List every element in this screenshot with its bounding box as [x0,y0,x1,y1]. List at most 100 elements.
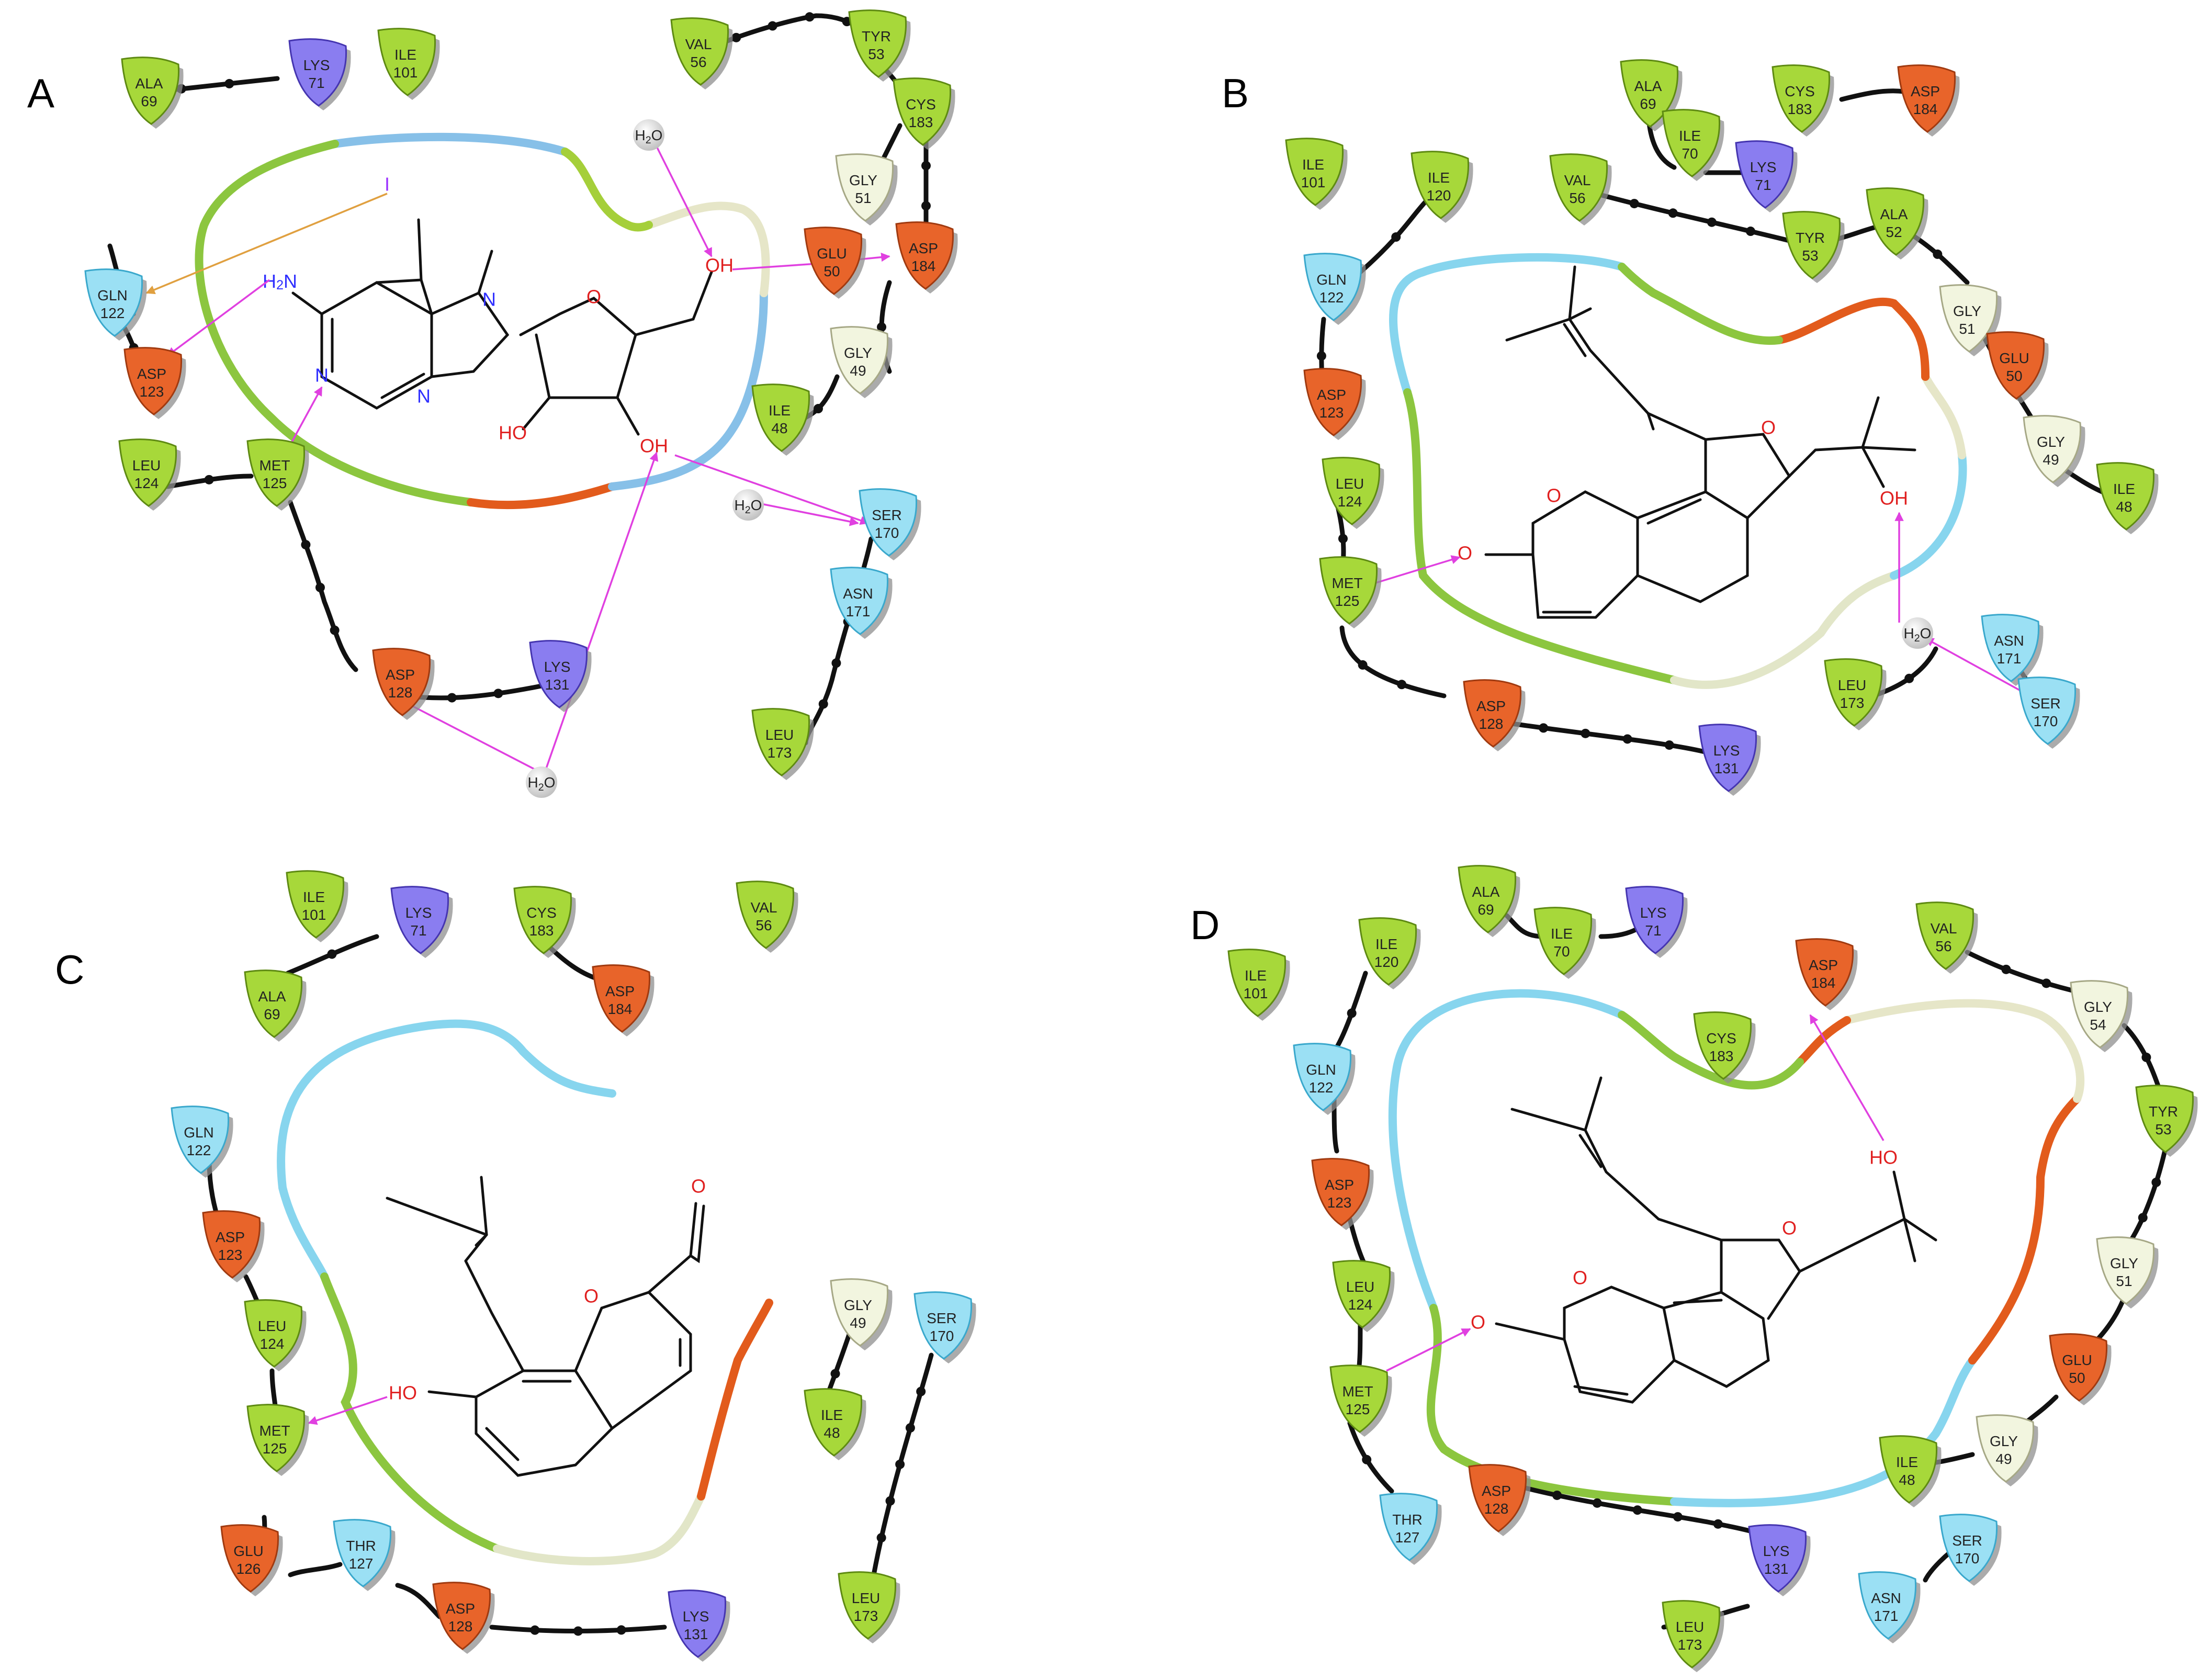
residue-number: 128 [388,684,413,701]
residue-number: 124 [1338,493,1362,510]
residue-name: LEU [852,1590,880,1606]
residue-lys-131: LYS 131 [1748,1524,1811,1596]
svg-text:H2O: H2O [1904,625,1932,644]
residue-name: LYS [1713,742,1740,759]
residue-number: 69 [264,1006,280,1022]
residue-name: LYS [1763,1543,1790,1559]
residue-number: 183 [909,114,933,130]
residue-name: LEU [258,1318,286,1334]
residue-number: 183 [1788,101,1812,117]
residue-name: VAL [685,36,712,52]
atom-n7-a: N [482,289,496,310]
residue-name: CYS [526,905,557,921]
residue-number: 52 [1886,224,1902,240]
interactions-d [1386,1014,1885,1372]
residue-number: 124 [1348,1296,1373,1313]
residue-number: 49 [850,1315,866,1331]
residue-number: 125 [1335,593,1360,609]
residue-number: 124 [134,475,159,491]
residue-number: 71 [410,922,426,939]
residue-name: LYS [544,659,571,675]
residue-number: 49 [1995,1451,2012,1467]
atom-ring-oxygen-a: O [586,286,601,308]
residue-number: 48 [2116,499,2132,515]
atom-hydroxyl-5prime-a: OH [705,255,734,276]
residue-name: GLU [2062,1352,2092,1368]
residue-number: 51 [1959,321,1975,337]
residue-number: 70 [1553,943,1570,960]
atom-hydroxyl-b: OH [1880,488,1908,509]
binding-pocket-outline-a [195,132,770,510]
residue-name: LYS [303,57,330,73]
residue-name: GLY [1953,303,1981,319]
residue-number: 170 [875,525,899,541]
residue-name: GLY [844,1297,872,1313]
ligand-structure-c [386,1176,705,1477]
residue-number: 71 [1755,177,1771,193]
residue-number: 101 [393,64,418,81]
residue-number: 131 [1764,1561,1789,1577]
residue-glu-50: GLU 50 [2049,1333,2112,1405]
residue-number: 171 [1997,650,2022,667]
residue-name: TYR [2149,1103,2178,1120]
residue-number: 127 [349,1555,374,1572]
residue-number: 120 [1427,187,1451,204]
residue-name: LEU [1336,476,1364,492]
residue-number: 171 [1874,1608,1899,1624]
residue-name: ASP [1317,387,1346,403]
atom-amine-a: H2N [263,270,297,292]
residue-name: ASP [137,366,166,382]
binding-pocket-outline-b [1389,253,1967,689]
residue-name: MET [259,457,290,473]
residue-name: GLY [2037,434,2065,450]
atom-furan-oxygen-b: O [1761,417,1776,438]
residue-name: LYS [1640,905,1667,921]
residue-name: VAL [751,899,777,916]
residue-name: ILE [1302,156,1324,173]
residue-name: LEU [132,457,161,473]
residue-number: 170 [1955,1550,1980,1566]
residue-number: 48 [823,1425,840,1441]
atom-lactone-oxygen-b: O [1547,485,1561,506]
svg-text:H2O: H2O [635,127,663,146]
residue-number: 50 [2069,1370,2085,1386]
residue-number: 122 [187,1142,211,1158]
residue-name: ILE [1428,170,1450,186]
svg-text:H2O: H2O [735,497,762,516]
atom-n1-a: N [315,365,329,386]
residue-number: 123 [1319,404,1344,421]
water-b-1: H2O [1902,617,1933,649]
atom-hydroxyl-c: HO [389,1382,417,1404]
residue-name: GLN [97,287,128,303]
residue-name: MET [1342,1383,1373,1400]
atom-lactone-oxygen-d: O [1573,1267,1587,1289]
residue-name: THR [1392,1512,1423,1528]
residue-number: 123 [218,1247,243,1263]
residue-number: 49 [2043,452,2059,468]
residue-number: 51 [855,190,871,206]
atom-iodine-a: I [385,174,390,195]
residue-name: MET [1332,575,1362,591]
residue-number: 50 [2006,368,2022,384]
